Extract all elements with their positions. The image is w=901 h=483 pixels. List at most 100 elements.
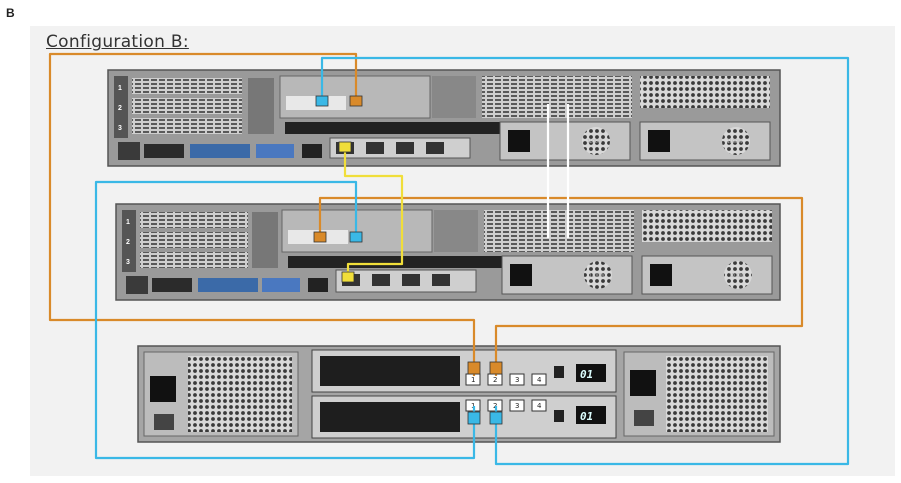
server-2-riser-3 [484, 210, 634, 252]
server-2-psu-1-badge: 1100W [589, 273, 605, 279]
cable-orange-1 [48, 52, 476, 376]
server-2-vga-port [262, 278, 300, 292]
cable-blue-2 [94, 180, 476, 460]
server-1-slot-2-cover [132, 98, 242, 114]
storage-psu-right-switch [634, 410, 654, 426]
server-1-riser-label-strip [114, 76, 128, 138]
panel-label: B [6, 6, 15, 20]
server-1-psu-2-power-inlet [648, 130, 670, 152]
cabling-diagram: 1 2 3 1100W [48, 52, 850, 466]
controller-a-port-1-label: 1 [471, 376, 475, 384]
controller-a-port-3 [509, 373, 525, 386]
server-2-psu-1-power-inlet [510, 264, 532, 286]
controller-a-port-4-label: 4 [537, 376, 542, 384]
server-1-slot-3-label: 3 [118, 125, 122, 132]
controller-a-port-2-label: 2 [493, 376, 497, 384]
server-2-riser-label-strip [122, 210, 136, 272]
cables [48, 52, 850, 466]
storage-enclosure: 1 2 3 4 01 1 2 3 4 01 [137, 345, 781, 443]
connector-orange-s2 [313, 231, 327, 243]
server-2-slot-2-label: 2 [126, 239, 130, 246]
server-2-vent-grille [642, 210, 772, 242]
connector-orange-s1 [349, 95, 363, 107]
connector-blue-s2 [349, 231, 363, 243]
controller-b-port-3-label: 3 [515, 402, 519, 410]
controller-a-display [576, 364, 606, 382]
server-1-bracket [248, 78, 274, 134]
server-2-idrac-port [152, 278, 192, 292]
controller-b-display [576, 406, 606, 424]
connector-yellow-s2 [341, 271, 355, 283]
server-1-id-button [118, 142, 140, 160]
controller-b-port-4 [531, 399, 547, 412]
connector-blue-s1 [315, 95, 329, 107]
server-2: 1 2 3 1100W [115, 203, 781, 301]
cable-yellow [343, 146, 404, 278]
controller-b-port-3 [509, 399, 525, 412]
controller-a-display-text: 01 [580, 368, 593, 381]
server-2-slot-1-cover [140, 212, 248, 228]
server-2-serial-port [198, 278, 258, 292]
cable-blue-1 [320, 56, 850, 466]
server-1-vent-grille [640, 76, 770, 108]
connector-orange-a2 [489, 361, 503, 375]
server-1-lom-3 [396, 142, 414, 154]
server-1-psu-1-badge: 1100W [587, 139, 603, 145]
server-1-handle-bar [285, 122, 505, 134]
server-1-lom-2 [366, 142, 384, 154]
server-1-usb-ports [302, 144, 322, 158]
diagram-title: Configuration B: [46, 32, 189, 52]
server-2-lom-3 [402, 274, 420, 286]
server-1-slot-1-cover [132, 78, 242, 94]
server-2-psu-2-badge: 1100W [729, 273, 745, 279]
controller-a-port-4 [531, 373, 547, 386]
controller-b-display-text: 01 [580, 410, 593, 423]
storage-psu-left-switch [154, 414, 174, 430]
server-2-slot-2-cover [140, 232, 248, 248]
server-1-psu-2-badge: 1100W [727, 139, 743, 145]
server-2-bracket [252, 212, 278, 268]
storage-psu-right-fan [666, 356, 768, 432]
server-2-usb-ports [308, 278, 328, 292]
server-1-serial-port [190, 144, 250, 158]
connector-orange-a1 [467, 361, 481, 375]
server-1-idrac-port [144, 144, 184, 158]
controller-a-mgmt-port [554, 366, 564, 378]
server-1-psu-1-fan [582, 127, 610, 155]
server-1-vga-port [256, 144, 294, 158]
connector-yellow-s1 [338, 141, 352, 153]
server-2-handle-bar [288, 256, 508, 268]
connector-blue-b1 [467, 411, 481, 425]
server-2-lom-2 [372, 274, 390, 286]
server-1-slot-3-cover [132, 118, 242, 134]
server-2-riser-2 [434, 210, 478, 252]
server-2-psu-2-power-inlet [650, 264, 672, 286]
server-1-psu-2-fan [722, 127, 750, 155]
storage-psu-left-inlet [150, 376, 176, 402]
controller-b-mgmt-port [554, 410, 564, 422]
server-2-id-button [126, 276, 148, 294]
server-2-slot-3-cover [140, 252, 248, 268]
server-1-slot-2-label: 2 [118, 105, 122, 112]
server-1-riser-2 [432, 76, 476, 118]
storage-controller-a-faceplate [320, 356, 460, 386]
server-1-riser-3 [482, 76, 632, 118]
controller-a-port-3-label: 3 [515, 376, 519, 384]
cable-orange-2 [318, 196, 804, 376]
server-2-lom-4 [432, 274, 450, 286]
controller-b-port-4-label: 4 [537, 402, 542, 410]
server-2-psu-1-fan [584, 261, 612, 289]
server-1: 1 2 3 1100W [107, 69, 781, 167]
storage-psu-left-fan [188, 356, 292, 432]
diagram-canvas: Configuration B: 1 2 3 [30, 26, 895, 476]
connectors [313, 95, 503, 425]
storage-controller-b-faceplate [320, 402, 460, 432]
server-1-slot-1-label: 1 [118, 85, 122, 92]
storage-psu-right-inlet [630, 370, 656, 396]
server-2-slot-3-label: 3 [126, 259, 130, 266]
server-1-psu-1-power-inlet [508, 130, 530, 152]
server-2-psu-2-fan [724, 261, 752, 289]
connector-blue-b2 [489, 411, 503, 425]
server-1-lom-4 [426, 142, 444, 154]
server-2-slot-1-label: 1 [126, 219, 130, 226]
